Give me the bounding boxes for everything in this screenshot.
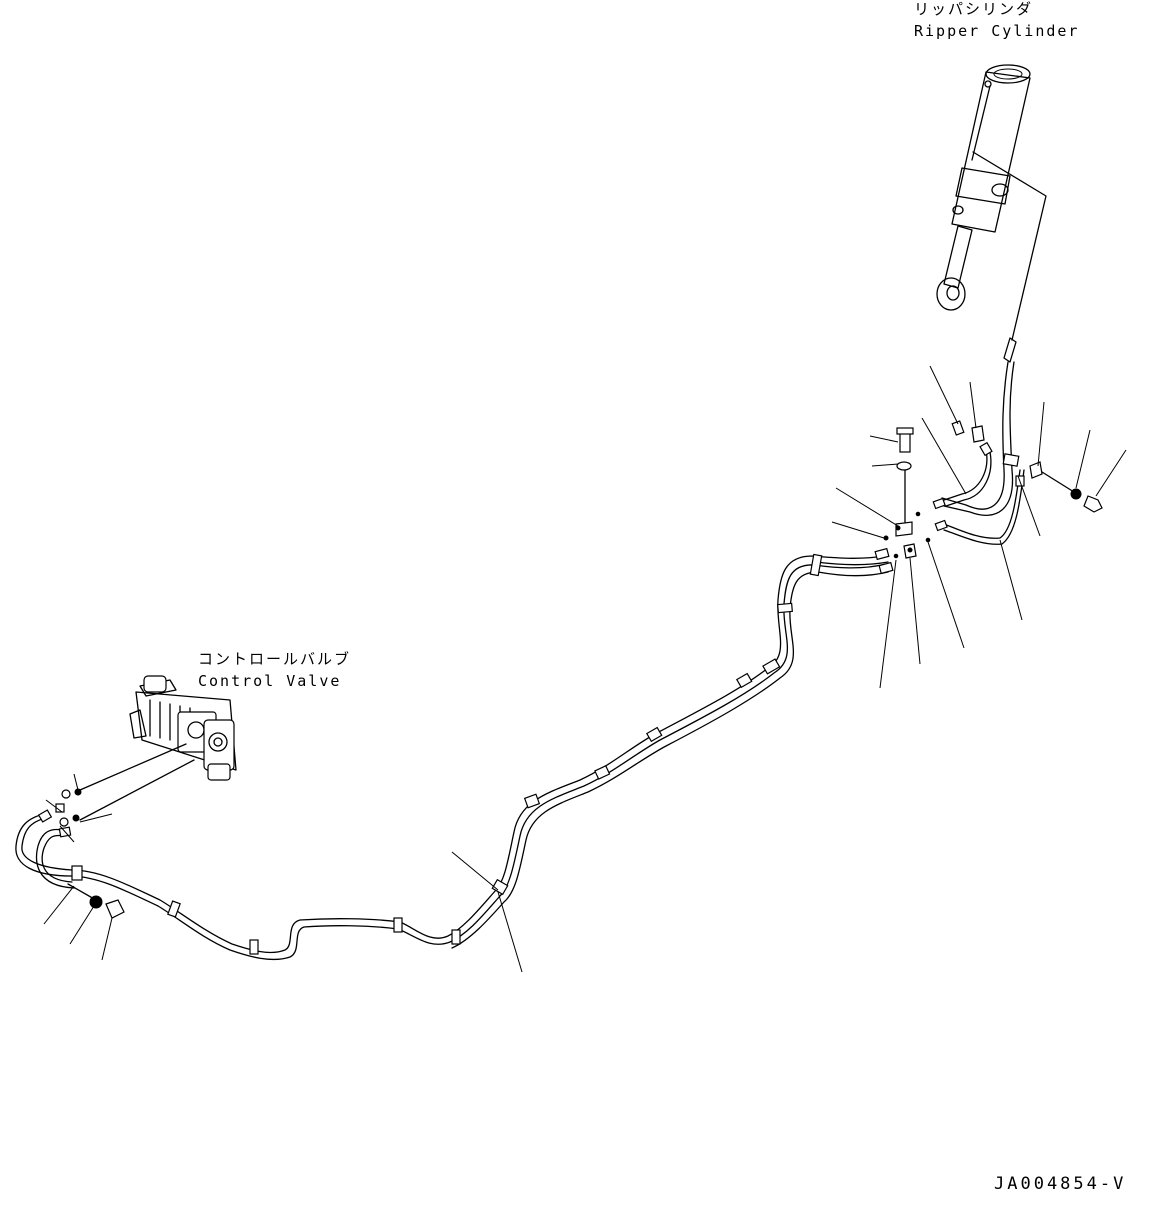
ripper-cylinder-label-jp: リッパシリンダ bbox=[914, 0, 1034, 18]
leader-lines bbox=[43, 365, 1127, 973]
drawing-code: JA004854-V bbox=[994, 1174, 1127, 1194]
long-hose-pair bbox=[71, 547, 894, 961]
clamp-parts-right bbox=[951, 420, 1103, 513]
control-valve-label-jp: コントロールバルブ bbox=[198, 650, 352, 668]
ripper-cylinder-label-en: Ripper Cylinder bbox=[914, 22, 1080, 40]
ripper-cylinder bbox=[936, 64, 1047, 363]
control-valve bbox=[79, 675, 237, 821]
left-loop-hoses bbox=[15, 809, 75, 889]
control-valve-label-en: Control Valve bbox=[198, 672, 342, 690]
cylinder-hoses bbox=[932, 361, 1025, 545]
clamp-parts-left bbox=[55, 788, 125, 919]
junction-block bbox=[883, 427, 931, 559]
